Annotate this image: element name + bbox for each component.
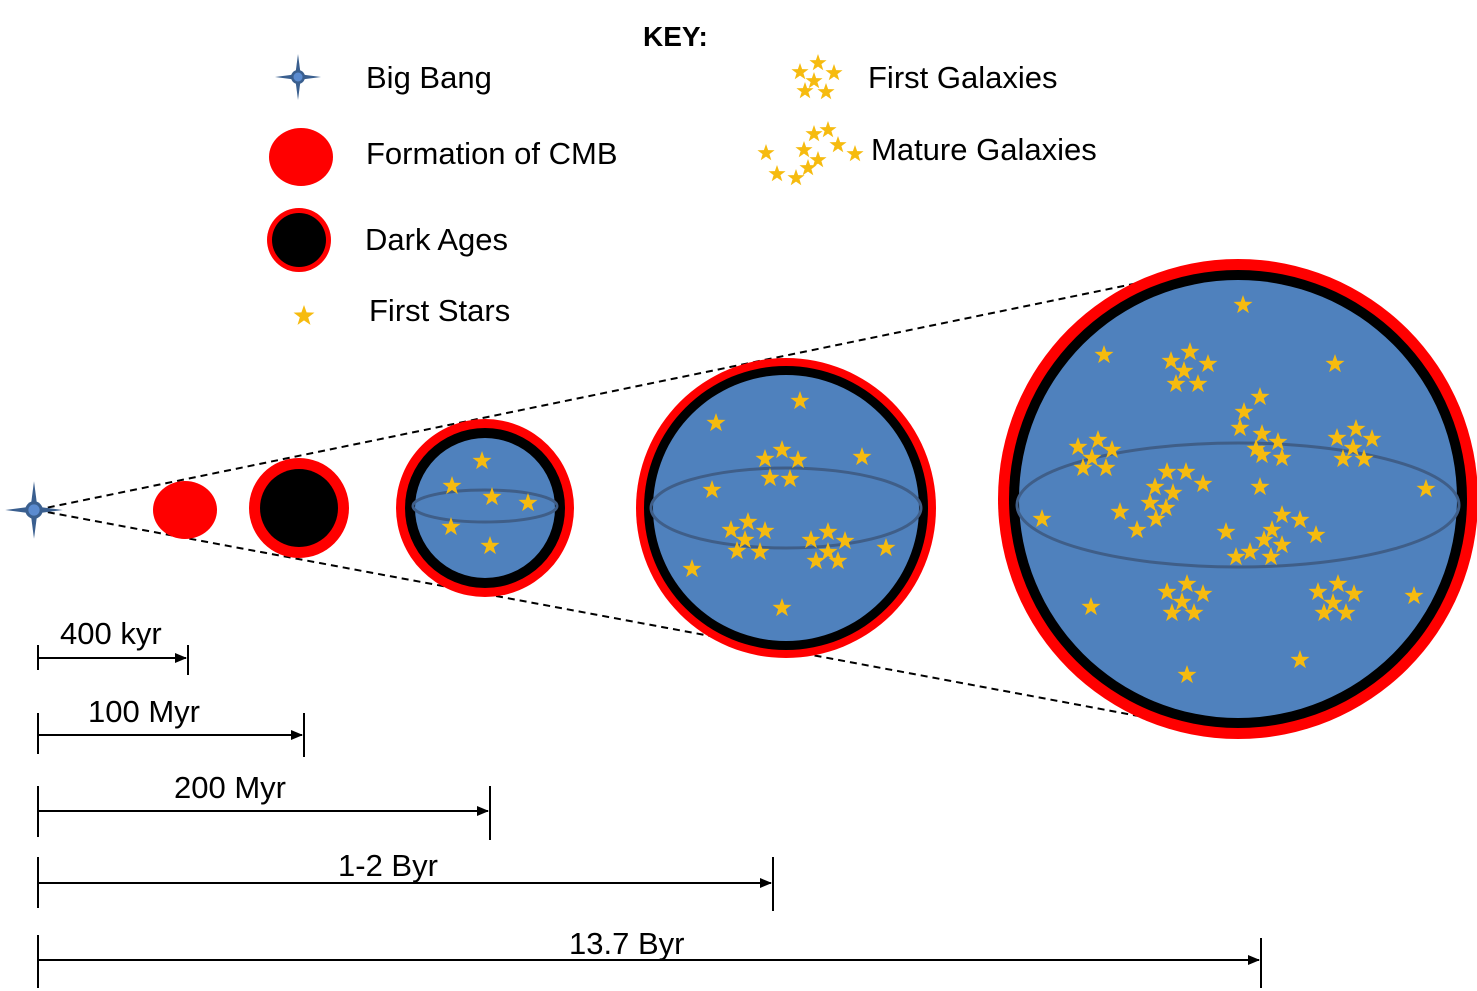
cone-upper-line bbox=[35, 261, 1241, 511]
timeline-label-1-2byr: 1-2 Byr bbox=[338, 848, 438, 883]
mature-galaxies-sphere bbox=[998, 259, 1477, 739]
key-label-cmb: Formation of CMB bbox=[366, 136, 618, 171]
star-cluster-icon bbox=[791, 54, 843, 100]
timeline-label-13-7byr: 13.7 Byr bbox=[569, 926, 684, 961]
timeline-label-100myr: 100 Myr bbox=[88, 694, 200, 729]
scattered-stars-icon bbox=[757, 121, 864, 186]
timeline-row-1-2byr: 1-2 Byr bbox=[37, 848, 774, 911]
timeline-row-400kyr: 400 kyr bbox=[37, 616, 189, 675]
timeline-row-100myr: 100 Myr bbox=[37, 694, 305, 757]
cone-lower-line bbox=[35, 509, 1241, 736]
timeline: 400 kyr 100 Myr 200 Myr 1-2 Byr bbox=[37, 616, 1262, 988]
small-star-icon bbox=[293, 305, 315, 325]
key-title: KEY: bbox=[643, 21, 708, 52]
timeline-label-200myr: 200 Myr bbox=[174, 770, 286, 805]
key-label-first-galaxies: First Galaxies bbox=[868, 60, 1057, 95]
red-circle-icon bbox=[269, 128, 333, 186]
first-stars-sphere bbox=[396, 419, 574, 597]
cmb-sphere bbox=[153, 481, 217, 539]
first-galaxies-sphere bbox=[636, 358, 936, 658]
dark-ages-sphere bbox=[249, 458, 349, 558]
big-bang-point bbox=[5, 481, 63, 539]
key-label-first-stars: First Stars bbox=[369, 293, 510, 328]
key-label-mature-galaxies: Mature Galaxies bbox=[871, 132, 1097, 167]
timeline-row-13-7byr: 13.7 Byr bbox=[37, 926, 1262, 988]
key-label-big-bang: Big Bang bbox=[366, 60, 492, 95]
timeline-label-400kyr: 400 kyr bbox=[60, 616, 162, 651]
black-circle-red-ring-icon bbox=[267, 208, 331, 272]
big-bang-icon bbox=[275, 54, 321, 100]
key-legend: KEY: Big Bang Formation of CMB Dark Ages… bbox=[267, 21, 1097, 328]
timeline-row-200myr: 200 Myr bbox=[37, 770, 491, 840]
key-label-dark-ages: Dark Ages bbox=[365, 222, 508, 257]
